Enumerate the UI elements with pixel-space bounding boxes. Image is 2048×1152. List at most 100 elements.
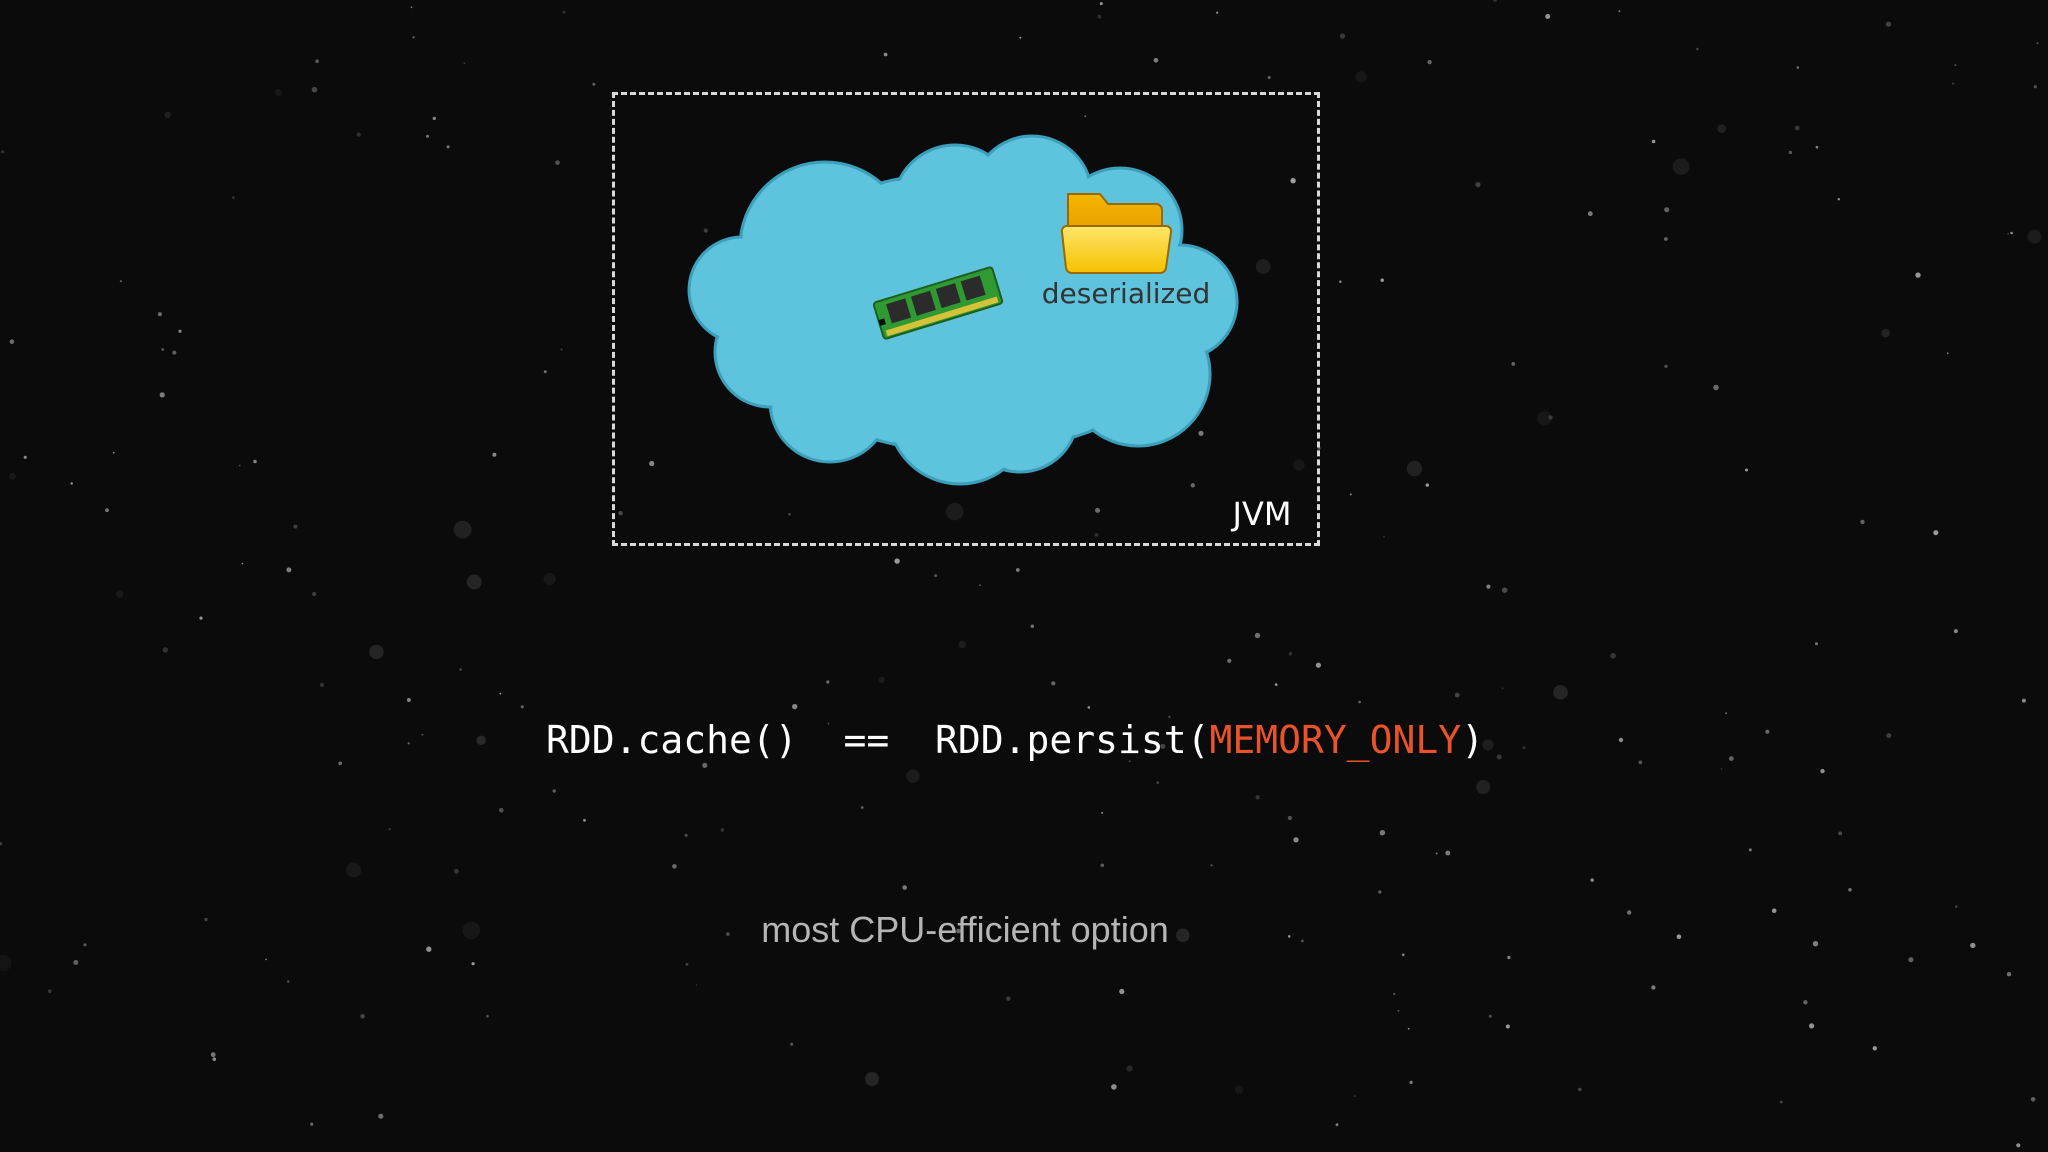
star-dot — [1885, 21, 1892, 27]
star-dot — [2030, 1097, 2036, 1102]
star-dot — [1664, 207, 1670, 213]
star-dot — [476, 735, 486, 745]
star-dot — [286, 567, 292, 573]
star-dot — [1664, 237, 1668, 241]
star-dot — [1501, 587, 1508, 593]
star-dot — [1717, 124, 1727, 133]
star-dot — [1848, 888, 1852, 892]
star-dot — [1409, 1080, 1413, 1084]
star-dot — [792, 703, 798, 710]
star-dot — [878, 676, 885, 683]
star-dot — [1618, 10, 1621, 13]
star-dot — [695, 984, 698, 986]
star-dot — [172, 350, 177, 355]
star-dot — [1587, 211, 1593, 217]
star-dot — [9, 472, 17, 480]
star-dot — [1100, 863, 1105, 868]
star-dot — [1255, 795, 1260, 800]
star-dot — [1119, 988, 1125, 995]
star-dot — [1728, 756, 1734, 761]
star-dot — [865, 1072, 879, 1086]
star-dot — [1254, 632, 1261, 639]
star-dot — [672, 864, 677, 869]
star-dot — [83, 943, 87, 947]
jvm-label: JVM — [1232, 495, 1292, 533]
star-dot — [459, 668, 462, 671]
star-dot — [161, 348, 165, 351]
star-dot — [466, 574, 482, 590]
storage-level-argument: MEMORY_ONLY — [1209, 718, 1462, 762]
star-dot — [979, 584, 981, 586]
star-dot — [1545, 14, 1551, 19]
star-dot — [253, 459, 257, 464]
star-dot — [1725, 712, 1728, 715]
star-dot — [1293, 837, 1299, 843]
star-dot — [1397, 1009, 1400, 1012]
star-dot — [560, 348, 563, 351]
star-dot — [119, 280, 122, 283]
star-dot — [1771, 908, 1777, 914]
star-dot — [1860, 519, 1865, 525]
star-dot — [1358, 700, 1361, 704]
star-dot — [1696, 47, 1699, 51]
star-dot — [1482, 739, 1494, 751]
star-dot — [1128, 760, 1131, 763]
star-dot — [48, 989, 52, 993]
star-dot — [1511, 362, 1516, 366]
star-dot — [204, 917, 208, 922]
star-dot — [1765, 729, 1770, 734]
jvm-container — [612, 92, 1320, 546]
star-dot — [1788, 150, 1793, 155]
star-dot — [1156, 781, 1159, 784]
star-dot — [338, 761, 343, 766]
star-dot — [454, 868, 459, 874]
star-dot — [555, 160, 560, 165]
star-dot — [1210, 864, 1213, 867]
star-dot — [105, 508, 109, 513]
star-dot — [1720, 768, 1723, 770]
star-dot — [1378, 890, 1382, 894]
star-dot — [356, 132, 361, 137]
star-dot — [902, 885, 907, 890]
star-dot — [1339, 33, 1346, 39]
star-dot — [618, 511, 623, 516]
star-dot — [956, 928, 961, 934]
star-dot — [2036, 42, 2039, 45]
star-dot — [446, 145, 450, 149]
star-dot — [210, 1052, 216, 1058]
star-dot — [1425, 483, 1430, 487]
star-dot — [471, 962, 475, 966]
star-dot — [1803, 1000, 1808, 1005]
star-dot — [453, 520, 472, 539]
star-dot — [1748, 848, 1752, 852]
star-dot — [1445, 850, 1451, 856]
star-dot — [1087, 706, 1091, 709]
star-dot — [2007, 232, 2009, 235]
star-dot — [1610, 653, 1616, 659]
star-dot — [70, 482, 73, 485]
star-dot — [552, 789, 556, 793]
star-dot — [1908, 957, 1914, 963]
star-dot — [164, 111, 171, 119]
star-dot — [1234, 1085, 1244, 1094]
star-dot — [73, 960, 79, 965]
star-dot — [1099, 2, 1103, 6]
star-dot — [1380, 278, 1384, 282]
star-dot — [1820, 768, 1825, 774]
star-dot — [0, 842, 3, 846]
star-dot — [312, 591, 317, 597]
star-dot — [883, 52, 888, 57]
star-dot — [1355, 71, 1367, 83]
star-dot — [1353, 1095, 1356, 1098]
star-dot — [388, 828, 391, 831]
star-dot — [1427, 59, 1432, 65]
star-dot — [232, 196, 235, 199]
star-dot — [1101, 811, 1104, 814]
star-dot — [906, 769, 920, 783]
star-dot — [112, 451, 115, 454]
star-dot — [1507, 955, 1511, 960]
star-dot — [1676, 934, 1682, 939]
star-dot — [684, 833, 688, 838]
star-dot — [1496, 754, 1502, 760]
star-dot — [1153, 58, 1159, 63]
